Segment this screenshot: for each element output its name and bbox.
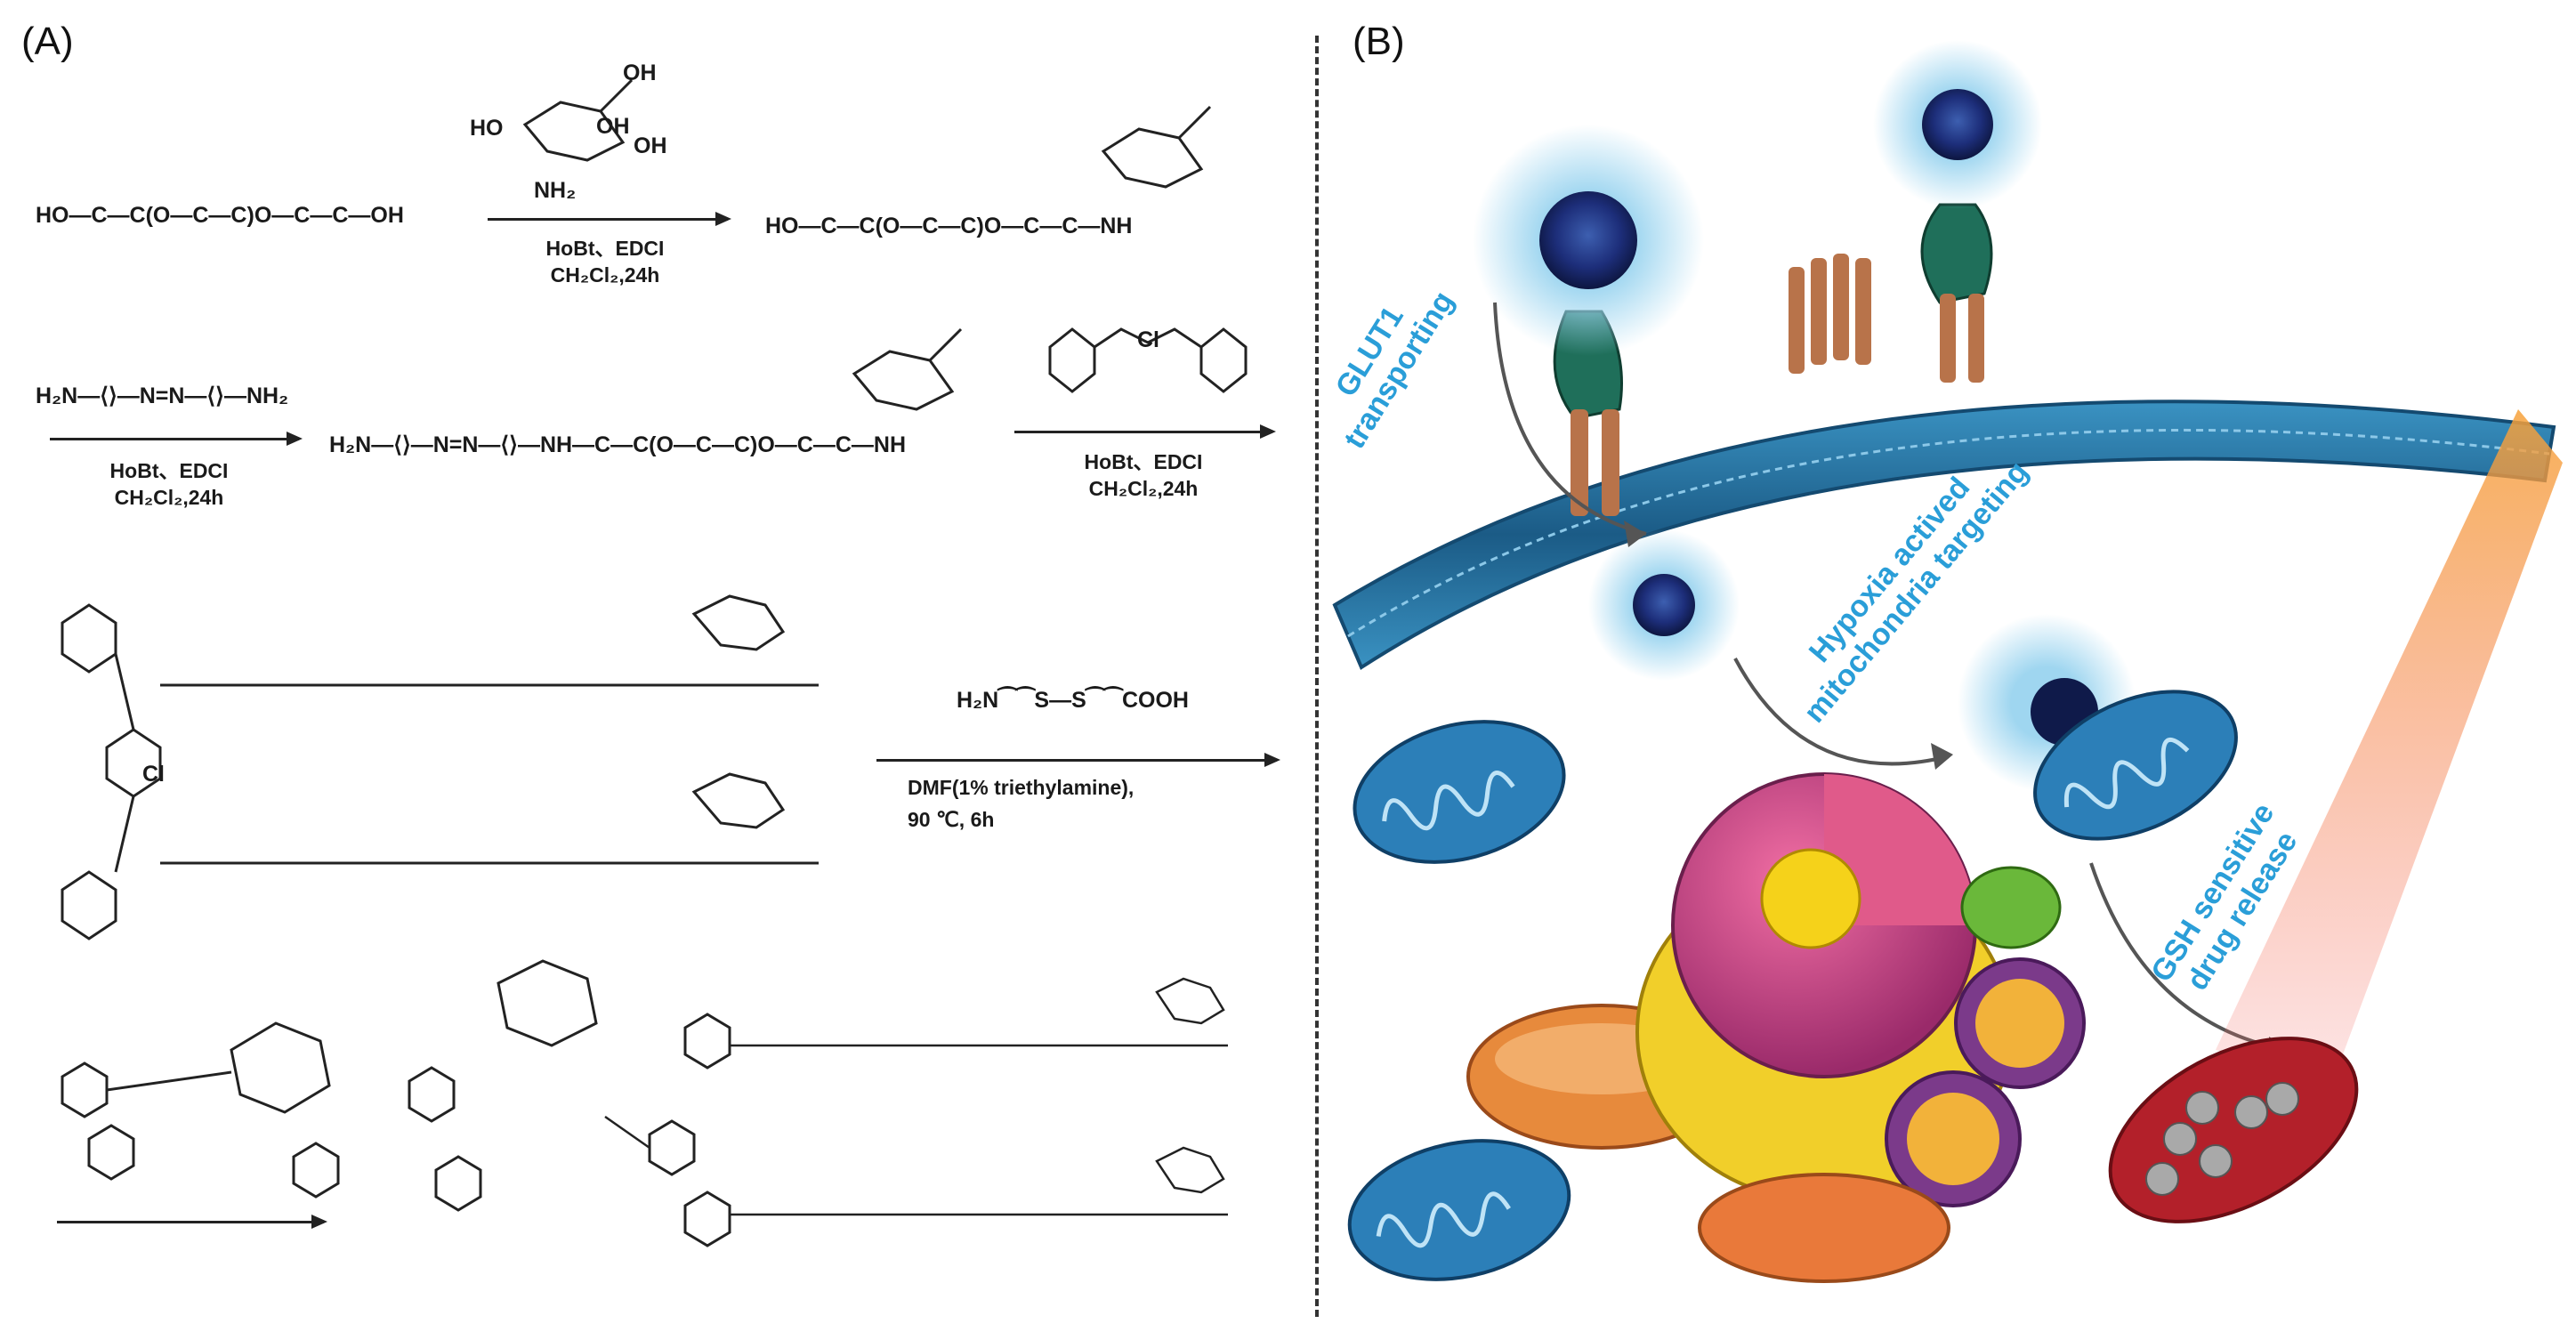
panel-b-label: (B) — [1353, 20, 1405, 63]
mitochondrion-top-left — [1353, 720, 1566, 864]
glut1-transporter-2 — [1920, 203, 1993, 383]
reaction-arrow-2 — [50, 432, 303, 446]
panel-a-label: (A) — [21, 20, 74, 63]
dimer-conjugate-structure — [61, 594, 819, 940]
paclitaxel-structure — [61, 1021, 340, 1199]
cyanine-dye-structure — [1048, 327, 1248, 393]
azo-product-sugar-ring — [852, 327, 963, 411]
nanoparticle-1 — [1473, 125, 1704, 356]
azo-peg-glucosamine: H₂N—⟨⟩—N=N—⟨⟩—NH—C—C(O—C—C)O—C—C—NH — [329, 432, 907, 457]
nucleus — [1671, 772, 1977, 1078]
peg-glucosamine-product: HO—C—C(O—C—C)O—C—C—NH — [765, 214, 1133, 238]
step4-conditions-2: 90 ℃, 6h — [908, 808, 995, 831]
sugar-oh-1: OH — [623, 61, 657, 85]
transport-arrow — [1493, 302, 1647, 536]
mitochondrion-damaged — [2108, 1037, 2359, 1223]
lysosome-2 — [1885, 1070, 2022, 1207]
cysteamine-linker: H₂N⁀⁀S—S⁀⁀COOH — [957, 688, 1189, 713]
step2-reagents: HoBt、EDCI — [109, 459, 229, 482]
mitochondrion-target — [2033, 690, 2238, 841]
mitochondrion-bottom-left — [1347, 1139, 1571, 1281]
product-sugar-ring — [1101, 105, 1212, 189]
sugar-ho: HO — [470, 116, 504, 141]
dimer-chloro: Cl — [142, 762, 165, 787]
reaction-arrow-1 — [488, 212, 731, 226]
diaminoazobenzene: H₂N—⟨⟩—N=N—⟨⟩—NH₂ — [36, 383, 289, 408]
nanoparticle-2 — [1873, 40, 2042, 209]
membrane-channel — [1789, 254, 1871, 374]
lysosome-1 — [1954, 957, 2086, 1089]
step3-solvent: CH₂Cl₂,24h — [1088, 477, 1199, 500]
peg-diacid: HO—C—C(O—C—C)O—C—C—OH — [36, 203, 404, 228]
glucosamine-structure — [522, 78, 634, 162]
sugar-nh2: NH₂ — [534, 178, 577, 203]
nir-beam — [2216, 409, 2563, 1086]
final-prodrug-structure — [408, 959, 1228, 1247]
sugar-oh-2: OH — [596, 114, 630, 139]
panel-divider — [1315, 36, 1319, 1317]
step1-reagents: HoBt、EDCI — [545, 237, 665, 260]
step2-solvent: CH₂Cl₂,24h — [114, 486, 224, 509]
mechanism-illustration — [1332, 40, 2563, 1283]
orange-organelle-bottom — [1698, 1173, 1950, 1283]
targeting-arrow — [1733, 658, 1950, 766]
sugar-oh-3: OH — [634, 133, 667, 158]
reaction-arrow-4 — [876, 753, 1280, 767]
reaction-arrow-3 — [1014, 424, 1276, 439]
vacuole-green — [1960, 866, 2062, 949]
step1-solvent: CH₂Cl₂,24h — [550, 263, 660, 287]
dye-chloro: Cl — [1137, 327, 1159, 352]
step3-reagents: HoBt、EDCI — [1084, 450, 1203, 473]
reaction-arrow-5 — [57, 1215, 327, 1229]
nanoparticle-internalized — [1588, 529, 1740, 681]
step4-conditions-1: DMF(1% triethylamine), — [908, 776, 1135, 799]
